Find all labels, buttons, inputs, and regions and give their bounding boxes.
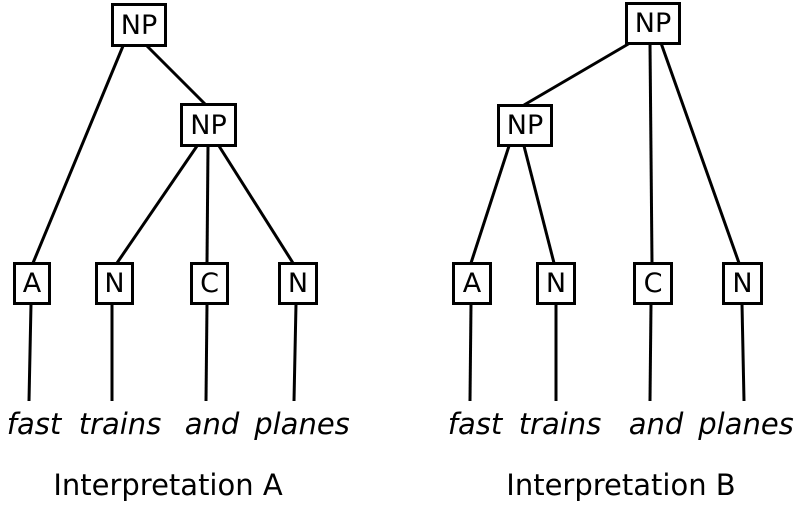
- edge-b-root-to-c: [648, 42, 654, 264]
- node-adjective-b: A: [452, 262, 492, 305]
- word-trains-a: trains: [78, 407, 162, 441]
- edge-a-n2-to-planes: [292, 303, 298, 402]
- word-and-b: and: [628, 407, 684, 441]
- word-planes-b: planes: [698, 407, 794, 441]
- edge-b-a-to-fast: [468, 303, 473, 402]
- word-trains-b: trains: [518, 407, 602, 441]
- word-planes-a: planes: [254, 407, 350, 441]
- node-np-root-b: NP: [625, 2, 681, 45]
- edge-a-root-to-np: [145, 44, 207, 106]
- node-noun2-b: N: [722, 262, 763, 305]
- node-np-root-a: NP: [111, 3, 167, 47]
- edge-b-np-to-n1: [522, 145, 556, 264]
- edge-a-a-to-fast: [27, 303, 33, 402]
- edge-b-np-to-a: [469, 145, 511, 264]
- edge-b-c-to-and: [648, 303, 653, 402]
- edge-a-c-to-and: [204, 303, 209, 402]
- edge-a-np-to-c: [205, 145, 210, 264]
- node-adjective-a: A: [13, 262, 51, 305]
- caption-interpretation-a: Interpretation A: [53, 468, 283, 502]
- node-conjunction-b: C: [633, 262, 673, 305]
- caption-interpretation-b: Interpretation B: [506, 468, 736, 502]
- edge-b-root-to-n2: [659, 42, 741, 264]
- edge-a-np-to-n1: [115, 145, 199, 264]
- node-np-sub-a: NP: [180, 103, 237, 147]
- word-fast-a: fast: [6, 407, 62, 441]
- node-noun1-b: N: [536, 262, 576, 305]
- node-np-sub-b: NP: [497, 104, 553, 147]
- edge-a-np-to-n2: [217, 145, 295, 264]
- node-conjunction-a: C: [190, 262, 229, 305]
- node-noun1-a: N: [95, 262, 134, 305]
- edge-b-n2-to-planes: [740, 303, 746, 402]
- node-noun2-a: N: [278, 262, 318, 305]
- word-and-a: and: [184, 407, 240, 441]
- edge-b-root-to-np: [523, 41, 631, 107]
- word-fast-b: fast: [447, 407, 503, 441]
- edge-a-root-to-a: [31, 45, 125, 264]
